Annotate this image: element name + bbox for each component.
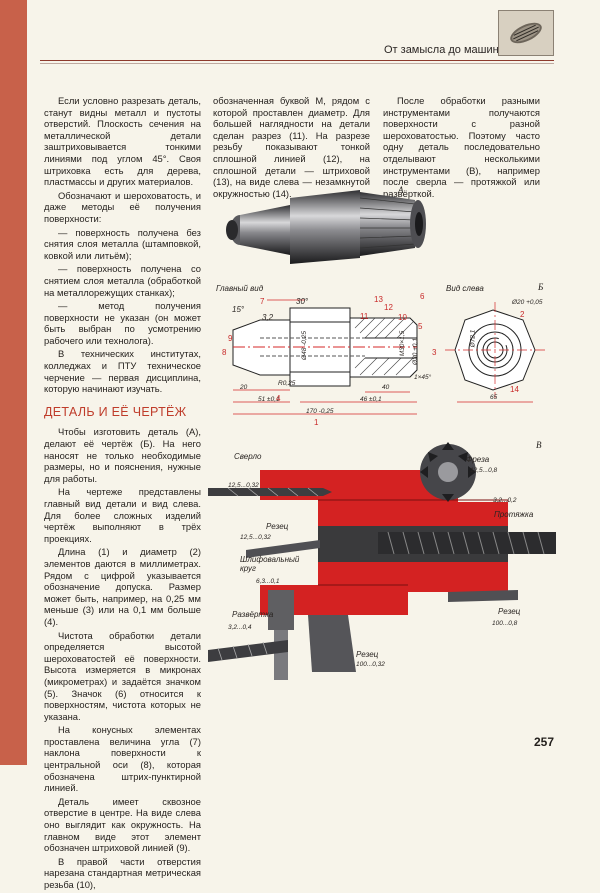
figure-letter-v: В — [536, 440, 542, 450]
tool-cutter2-value: 100...0,8 — [492, 620, 518, 627]
paragraph: После обработки разными инструментами по… — [383, 95, 540, 199]
section-title: Деталь и её чертёж — [44, 404, 187, 419]
part-3d-illustration — [226, 190, 426, 264]
callout-12: 12 — [384, 303, 393, 312]
callout-2: 2 — [520, 310, 525, 319]
tool-grinder-value: 6,3...0,1 — [256, 578, 280, 585]
callout-3: 3 — [432, 348, 437, 357]
paragraph: Чистота обработки детали определяется вы… — [44, 629, 201, 722]
callout-7: 7 — [260, 297, 265, 306]
tool-broach-label: Протяжка — [494, 510, 534, 519]
paragraph: Если условно разрезать деталь, станут ви… — [44, 95, 201, 188]
tool-mill-label: Фреза — [466, 455, 490, 464]
header-rule-thin — [40, 63, 554, 64]
callout-8: 8 — [222, 348, 227, 357]
dim-angle15: 15° — [232, 305, 245, 314]
tool-reamer-value: 3,2...0,4 — [228, 624, 252, 631]
machining-illustration — [208, 442, 556, 680]
callout-9: 9 — [228, 334, 233, 343]
tool-cutter1-label: Резец — [266, 522, 289, 531]
callout-10: 10 — [398, 313, 407, 322]
dim-d48: Ø48 -0,25 — [300, 331, 308, 360]
dim-m30: M30×1,5 — [399, 330, 407, 357]
page-number: 257 — [534, 735, 555, 749]
header-rule — [40, 60, 554, 61]
callout-4: 4 — [276, 394, 281, 403]
column3-top-text: После обработки разными инструментами по… — [383, 95, 540, 201]
tool-broach-value: 3,2...0,2 — [493, 497, 517, 504]
callout-5: 5 — [418, 322, 423, 331]
paragraph: На чертеже представлены главный вид дета… — [44, 486, 201, 544]
paragraph: — поверхность получена без снятия слоя м… — [44, 226, 201, 261]
tool-cutter3-label: Резец — [356, 650, 379, 659]
paragraph: В правой части отверстия нарезана станда… — [44, 855, 201, 890]
tool-reamer-label: Развёртка — [232, 610, 274, 619]
dim-d72: Ø72,1 — [469, 329, 477, 348]
left-view-label: Вид слева — [446, 284, 484, 293]
paragraph: Обозначают и шероховатость, и даже метод… — [44, 189, 201, 224]
dim-angle30: 30° — [296, 297, 309, 306]
column2-top-text: обозначенная буквой М, рядом с которой п… — [213, 95, 370, 201]
dim-d30: Ø30 +0,1 — [411, 338, 419, 365]
tool-cutter2-label: Резец — [498, 607, 521, 616]
dim-r025: R0,25 — [278, 380, 296, 387]
dim-len46: 46 ±0,1 — [360, 396, 382, 403]
tool-grinder-label: Шлифовальный круг — [240, 555, 300, 573]
dim-len40: 40 — [382, 384, 390, 391]
paragraph: В технических институтах, колледжах и ПТ… — [44, 348, 201, 395]
dim-rough32: 3,2 — [262, 313, 274, 322]
tool-mill-value: 12,5...0,8 — [470, 467, 498, 474]
tool-drill-label: Сверло — [234, 452, 262, 461]
left-color-band — [0, 0, 27, 765]
chapter-emblem-icon — [498, 10, 554, 56]
callout-1: 1 — [314, 418, 319, 427]
dim-len51: 51 ±0,1 — [258, 396, 280, 403]
tool-cutter3-value: 100...0,32 — [356, 661, 385, 668]
callout-13: 13 — [374, 295, 383, 304]
dim-len20: 20 — [240, 384, 248, 391]
paragraph: Чтобы изготовить деталь (А), делают её ч… — [44, 426, 201, 484]
callout-14: 14 — [510, 385, 519, 394]
technical-drawing — [232, 299, 545, 415]
column1-top-text: Если условно разрезать деталь, станут ви… — [44, 95, 201, 893]
figure-letter-a: А — [398, 185, 404, 195]
main-view-label: Главный вид — [216, 284, 264, 293]
paragraph: обозначенная буквой М, рядом с которой п… — [213, 95, 370, 199]
chapter-title: От замысла до машины — [384, 44, 507, 56]
dim-len170: 170 -0,25 — [306, 408, 334, 415]
dim-chamfer: 1×45° — [414, 374, 432, 381]
tool-cutter1-value: 12,5...0,32 — [240, 534, 271, 541]
paragraph: Длина (1) и диаметр (2) элементов даются… — [44, 546, 201, 627]
paragraph: На конусных элементах проставлена величи… — [44, 724, 201, 794]
paragraph: — метод получения поверхности не указан … — [44, 300, 201, 346]
figure-letter-b: Б — [538, 282, 544, 292]
paragraph: — поверхность получена со снятием слоя м… — [44, 263, 201, 298]
dim-d20: Ø20 +0,05 — [512, 299, 543, 306]
callout-6: 6 — [420, 292, 425, 301]
paragraph: Деталь имеет сквозное отверстие в центре… — [44, 795, 201, 854]
dim-w65: 65 — [490, 394, 498, 401]
callout-11: 11 — [360, 312, 369, 321]
tool-drill-value: 12,5...0,32 — [228, 482, 259, 489]
